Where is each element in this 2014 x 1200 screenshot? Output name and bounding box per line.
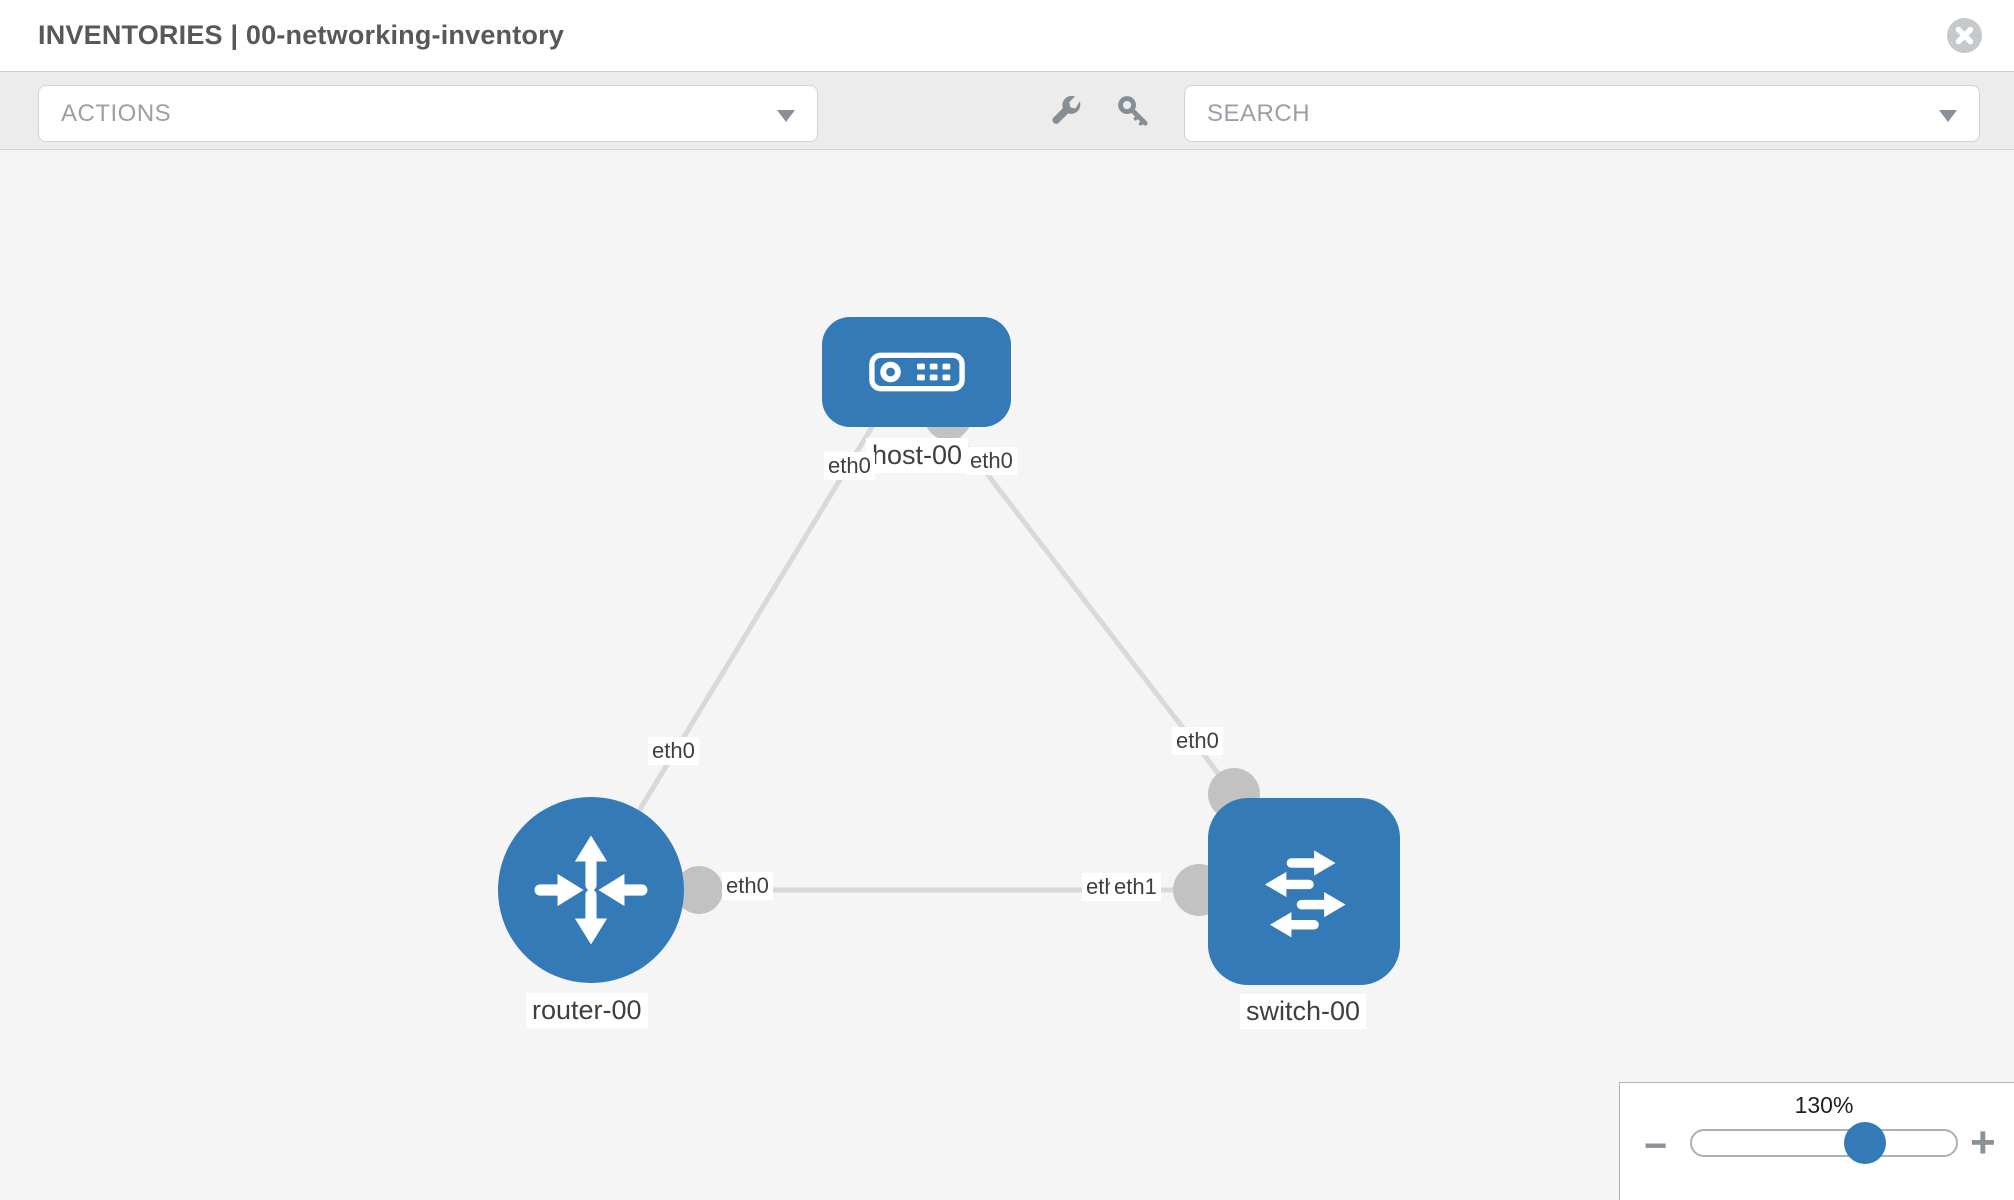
chevron-down-icon xyxy=(1939,110,1957,122)
chevron-down-icon xyxy=(777,110,795,122)
interface-label-switch-uplink: eth0 xyxy=(1172,727,1223,755)
node-label-router-00: router-00 xyxy=(526,993,648,1028)
node-switch-00[interactable] xyxy=(1208,798,1400,985)
node-label-host-00: host-00 xyxy=(866,438,969,473)
search-dropdown-label: SEARCH xyxy=(1207,99,1311,127)
interface-label-router-right: eth0 xyxy=(722,872,773,900)
close-icon xyxy=(1955,26,1974,45)
actions-dropdown-label: ACTIONS xyxy=(61,99,172,127)
key-icon[interactable] xyxy=(1116,94,1150,128)
node-host-00[interactable] xyxy=(822,317,1011,427)
zoom-percent-value: 130% xyxy=(1794,1092,1854,1118)
zoom-slider-track[interactable] xyxy=(1690,1129,1958,1157)
router-arrows-icon xyxy=(534,835,648,945)
switch-arrows-icon xyxy=(1264,849,1346,937)
link-lines xyxy=(588,420,1236,893)
close-panel-button[interactable] xyxy=(1947,18,1982,53)
zoom-in-button[interactable]: + xyxy=(1970,1118,1996,1167)
topology-canvas[interactable]: host-00 eth0 eth0 eth0 eth0 eth0 eth0 et… xyxy=(0,150,2014,1200)
interface-label-switch-left-eth1: eth1 xyxy=(1110,873,1161,901)
actions-dropdown[interactable]: ACTIONS xyxy=(38,85,818,142)
host-device-icon xyxy=(868,352,965,392)
node-label-switch-00: switch-00 xyxy=(1240,994,1367,1029)
search-dropdown[interactable]: SEARCH xyxy=(1184,85,1980,142)
interface-label-router-uplink: eth0 xyxy=(648,737,699,765)
toolbar: ACTIONS SEARCH xyxy=(0,72,2014,150)
zoom-slider-thumb[interactable] xyxy=(1844,1122,1886,1164)
wrench-icon[interactable] xyxy=(1048,94,1082,128)
panel-header: INVENTORIES | 00-networking-inventory xyxy=(0,0,2014,72)
page-title: INVENTORIES | 00-networking-inventory xyxy=(38,20,565,50)
interface-label-host-left: eth0 xyxy=(824,452,875,480)
zoom-out-button[interactable]: − xyxy=(1644,1124,1668,1168)
interface-label-host-right: eth0 xyxy=(966,447,1017,475)
zoom-control-panel: 130% − + xyxy=(1619,1082,2014,1200)
node-router-00[interactable] xyxy=(498,797,684,983)
